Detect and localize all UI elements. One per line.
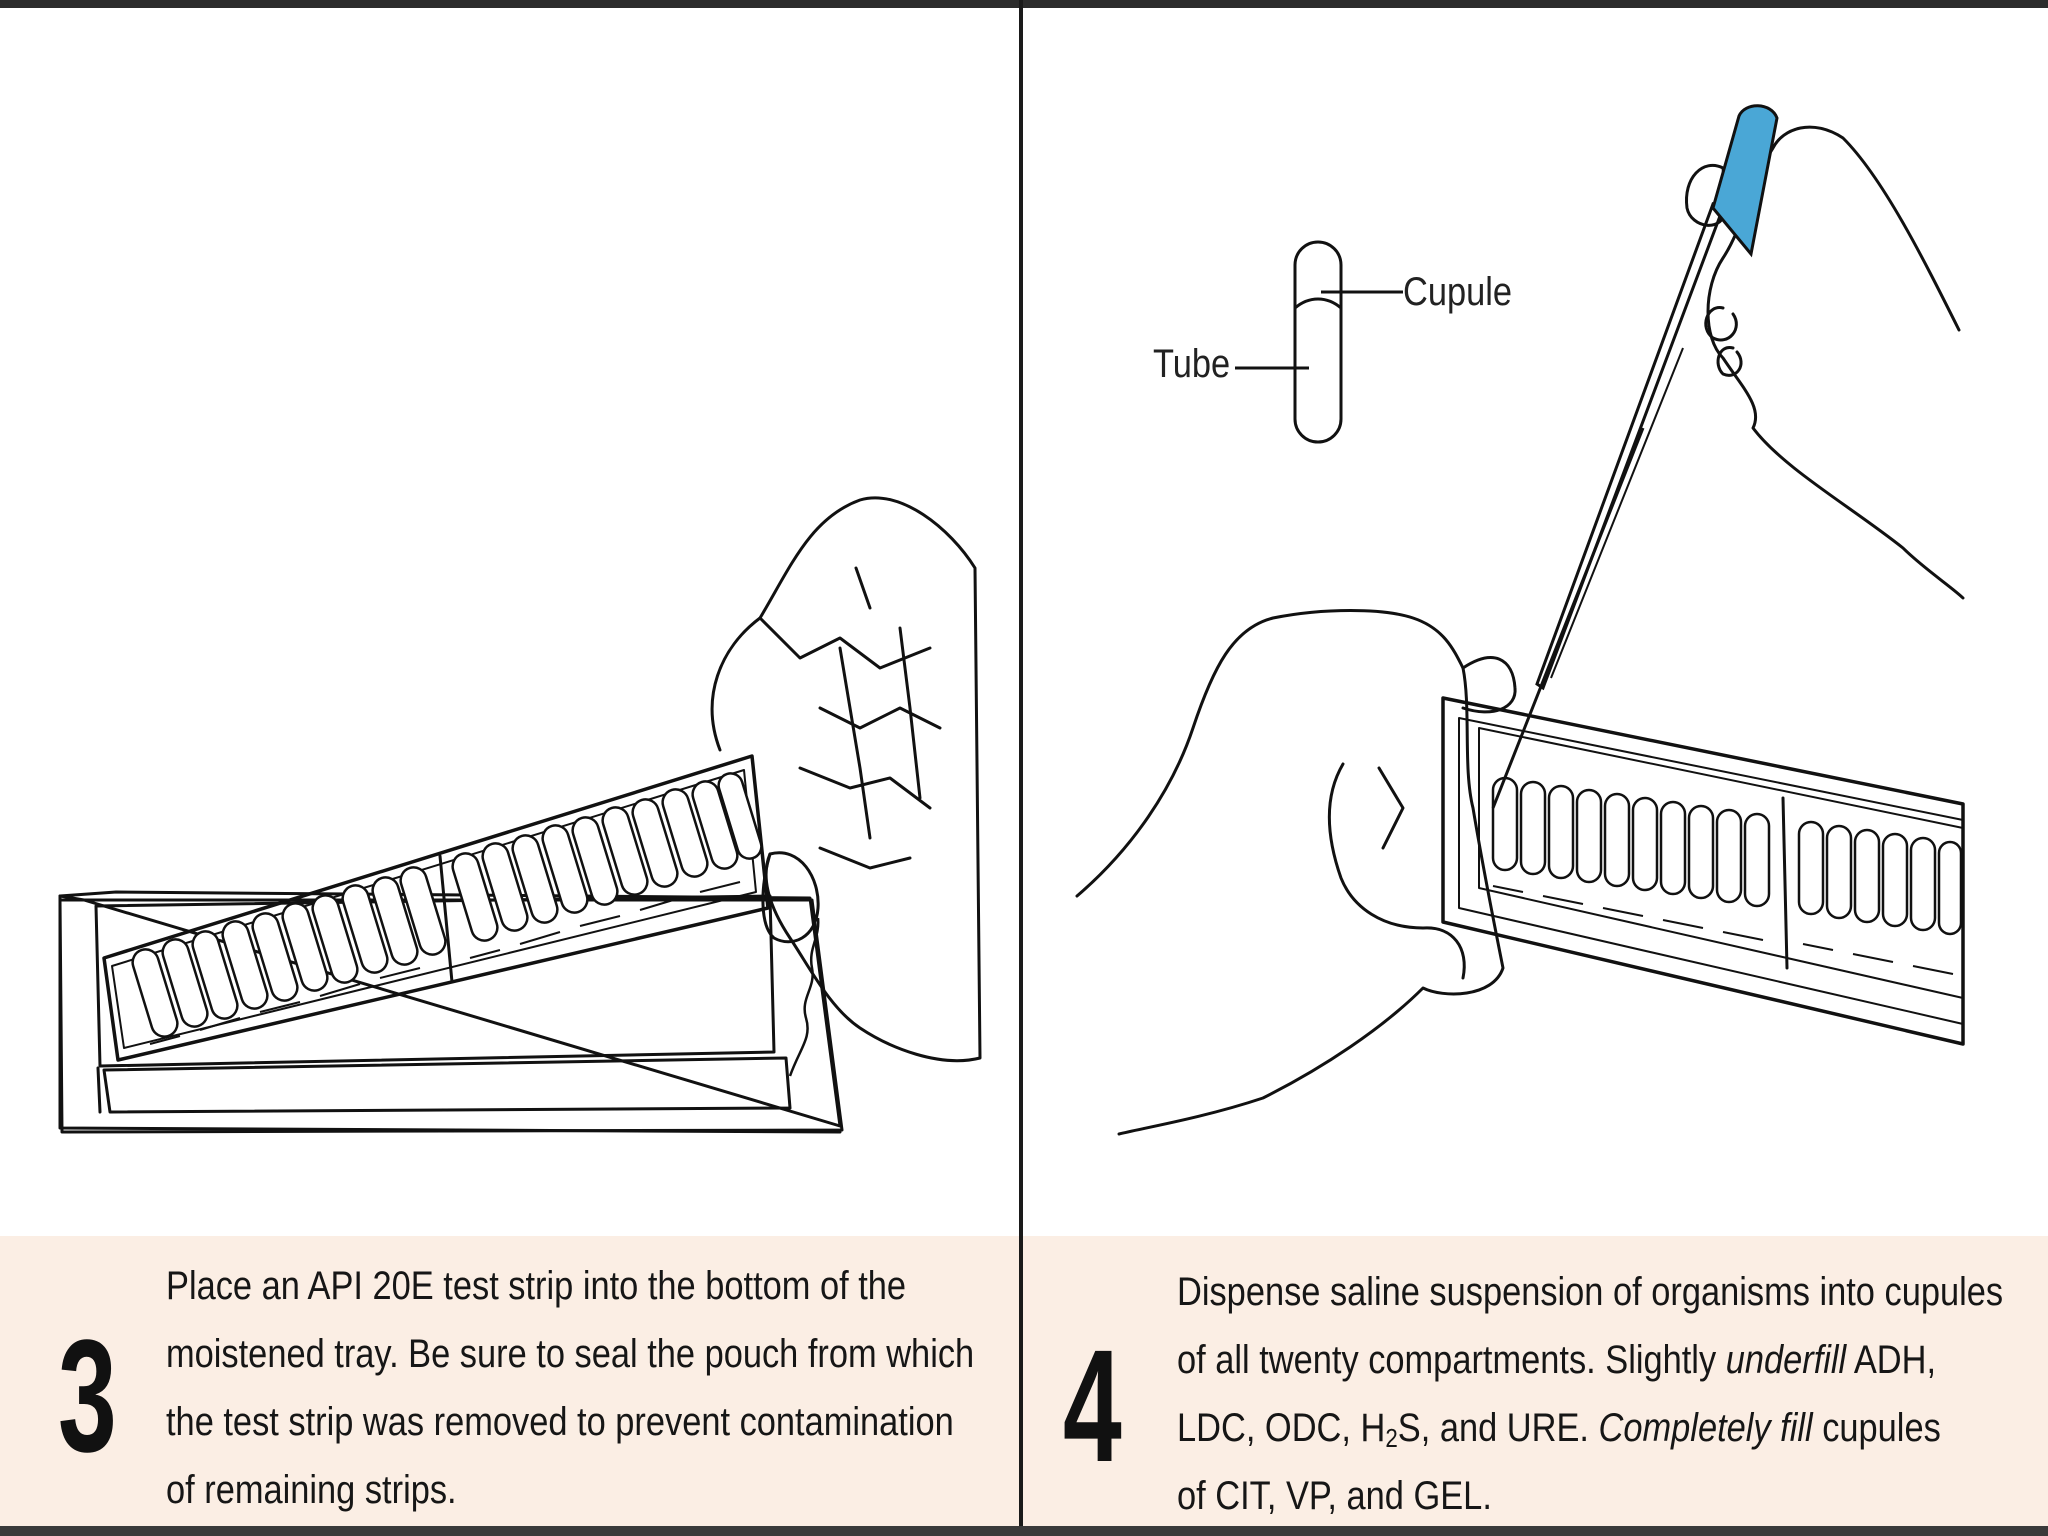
step-number: 4 bbox=[1063, 1316, 1122, 1495]
step-instructions: Place an API 20E test strip into the bot… bbox=[166, 1252, 974, 1524]
left-hand-outline bbox=[1075, 609, 1505, 1136]
cupule-label: Cupule bbox=[1403, 270, 1513, 314]
caption-line: LDC, ODC, H2S, and URE. Completely fill … bbox=[1177, 1406, 1941, 1453]
cupule-diagram bbox=[1235, 240, 1403, 444]
caption-line: the test strip was removed to prevent co… bbox=[166, 1400, 954, 1444]
bottom-border bbox=[0, 1526, 2048, 1536]
right-hand-outline bbox=[1706, 125, 1965, 600]
caption-line: moistened tray. Be sure to seal the pouc… bbox=[166, 1332, 975, 1376]
test-strip bbox=[1441, 696, 1965, 1046]
strip-in-tray-illustration bbox=[58, 496, 982, 1134]
caption-line: Place an API 20E test strip into the bot… bbox=[166, 1264, 907, 1308]
step-number: 3 bbox=[58, 1306, 117, 1485]
panel-divider bbox=[1019, 0, 1023, 1536]
tube-label: Tube bbox=[1153, 342, 1231, 386]
emphasis-underfill: underfill bbox=[1725, 1338, 1847, 1382]
tray-outline bbox=[58, 890, 842, 1128]
hand-outline bbox=[710, 496, 982, 1063]
subscript-2: 2 bbox=[1385, 1423, 1398, 1453]
dropper-cap bbox=[1711, 104, 1779, 258]
caption-line: of remaining strips. bbox=[166, 1468, 457, 1512]
emphasis-completely-fill: Completely fill bbox=[1598, 1406, 1813, 1450]
artist-signature bbox=[788, 917, 820, 1077]
caption-line: of CIT, VP, and GEL. bbox=[1177, 1474, 1492, 1518]
dispensing-illustration bbox=[1075, 104, 1965, 1136]
step-4-caption-band: 4 Dispense saline suspension of organism… bbox=[1023, 1236, 2048, 1526]
step-3-panel: 3 Place an API 20E test strip into the b… bbox=[0, 8, 1019, 1526]
top-border bbox=[0, 0, 2048, 8]
step-4-panel: Cupule Tube 4 Dispense saline suspension… bbox=[1023, 8, 2048, 1526]
caption-line: of all twenty compartments. Slightly und… bbox=[1177, 1338, 1937, 1382]
caption-line: Dispense saline suspension of organisms … bbox=[1177, 1270, 2004, 1314]
step-3-caption-band: 3 Place an API 20E test strip into the b… bbox=[0, 1236, 1019, 1526]
dropper-body bbox=[1535, 202, 1725, 691]
test-strip bbox=[102, 754, 770, 1062]
step-instructions: Dispense saline suspension of organisms … bbox=[1177, 1258, 2003, 1530]
